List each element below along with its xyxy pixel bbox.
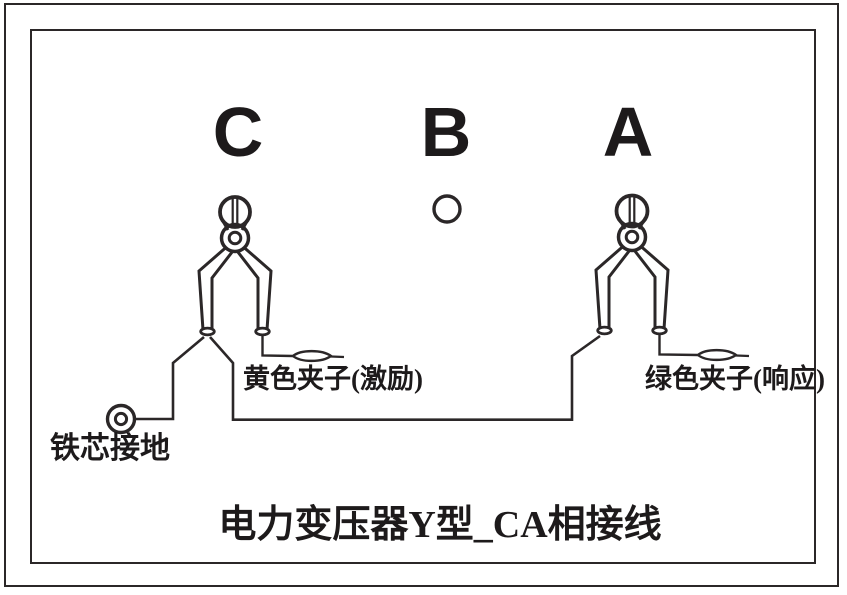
ground-label: 铁芯接地 — [50, 432, 170, 465]
yellow-cable-tail — [330, 355, 345, 359]
green-clamp-label: 绿色夹子(响应) — [645, 364, 825, 394]
clamp-left-foot — [199, 326, 216, 337]
ground-terminal-outer-ring — [105, 403, 137, 435]
phase-label-a: A — [602, 93, 654, 171]
phase-b-terminal-icon — [432, 194, 462, 224]
collar-hole — [227, 230, 243, 246]
green-clamp-icon — [594, 193, 670, 336]
outer-border — [4, 3, 839, 587]
clamp-right-leg-inner — [633, 249, 657, 329]
yellow-clamp-icon — [197, 195, 273, 337]
collar-hole — [624, 229, 640, 245]
yellow-cable-wire — [261, 335, 294, 358]
ground-terminal-inner-ring — [113, 411, 129, 427]
inner-border — [30, 29, 816, 564]
clamp-right-leg — [242, 245, 273, 331]
clamp-right-foot — [254, 326, 271, 337]
clamp-left-foot — [596, 325, 613, 336]
clamp-top-ring — [218, 195, 252, 229]
clamp-top-ring — [614, 193, 650, 229]
clamp-left-leg — [197, 245, 228, 331]
clamp-right-leg-inner — [236, 250, 260, 330]
ground-terminal-icon — [105, 403, 137, 435]
green-cable-tail — [735, 354, 750, 358]
clamp-left-leg — [594, 244, 625, 330]
yellow-cable-connector-icon — [291, 349, 334, 363]
phase-c-to-a-wire — [209, 334, 601, 422]
wires — [135, 334, 750, 422]
green-cable-wire — [658, 335, 699, 357]
clamp-left-leg-inner — [210, 250, 234, 330]
yellow-clamp-label: 黄色夹子(激励) — [243, 364, 423, 394]
clamp-left-leg-inner — [607, 249, 631, 329]
phase-label-b: B — [420, 93, 472, 171]
clamp-right-leg — [639, 244, 670, 330]
clamp-right-foot — [651, 325, 668, 336]
green-collar-ring — [616, 221, 648, 253]
diagram-title: 电力变压器Y型_CA相接线 — [218, 504, 662, 546]
yellow-collar-ring — [219, 222, 251, 254]
green-cable-connector-icon — [696, 348, 739, 362]
phase-label-c: C — [212, 93, 264, 171]
ground-wire — [135, 336, 205, 421]
